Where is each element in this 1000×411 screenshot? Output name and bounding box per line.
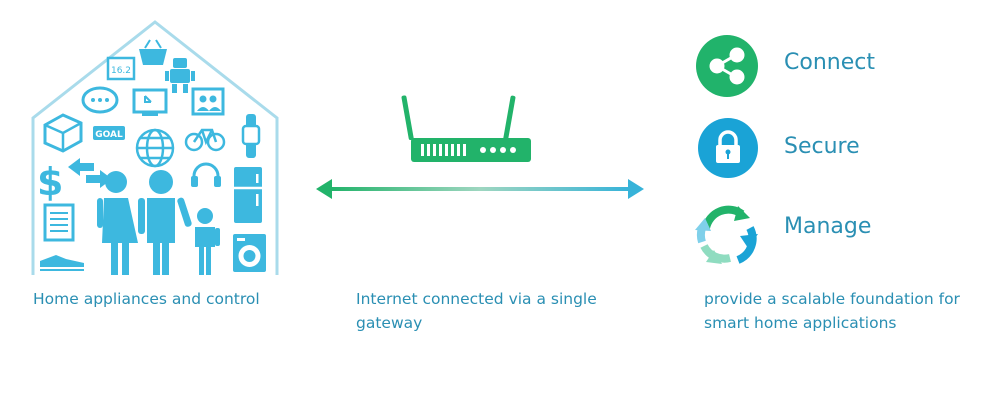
home-caption: Home appliances and control xyxy=(33,290,260,308)
feature-connect-label: Connect xyxy=(784,50,875,75)
feature-manage-label: Manage xyxy=(784,214,872,239)
gateway-caption: Internet connected via a single gateway xyxy=(356,290,597,332)
display-badge-text: 16.2 xyxy=(111,66,131,76)
chat-icon xyxy=(81,86,119,114)
goal-badge-text: GOAL xyxy=(95,130,123,140)
sneaker-icon xyxy=(40,255,84,271)
feature-manage xyxy=(692,198,764,270)
house-illustration: 16.2 GOAL xyxy=(31,20,279,275)
lock-icon xyxy=(698,118,758,178)
goal-badge: GOAL xyxy=(93,126,125,140)
bicycle-icon xyxy=(184,128,226,152)
smartwatch-icon xyxy=(241,114,261,158)
router-icon xyxy=(401,95,531,162)
document-icon xyxy=(43,203,75,242)
package-icon xyxy=(43,113,83,153)
dollar-icon: $ xyxy=(37,160,63,204)
basket-icon xyxy=(139,39,167,65)
headphones-icon xyxy=(191,162,221,187)
house-outline xyxy=(31,20,279,275)
globe-icon xyxy=(135,128,175,168)
feature-connect xyxy=(695,34,759,98)
feature-secure xyxy=(697,117,759,179)
robot-icon xyxy=(165,58,195,93)
family-icon xyxy=(97,170,220,275)
share-icon xyxy=(696,35,758,97)
monitor-icon xyxy=(132,88,168,116)
fridge-icon xyxy=(234,167,262,223)
bidirectional-arrow xyxy=(316,179,644,199)
washing-machine-icon xyxy=(233,234,266,272)
gateway-illustration xyxy=(316,95,644,199)
cycle-arrows-icon xyxy=(695,205,758,264)
feature-secure-label: Secure xyxy=(784,134,860,159)
digital-display-icon: 16.2 xyxy=(106,56,136,81)
features-caption: provide a scalable foundation for smart … xyxy=(704,290,960,332)
video-call-icon xyxy=(191,87,225,116)
